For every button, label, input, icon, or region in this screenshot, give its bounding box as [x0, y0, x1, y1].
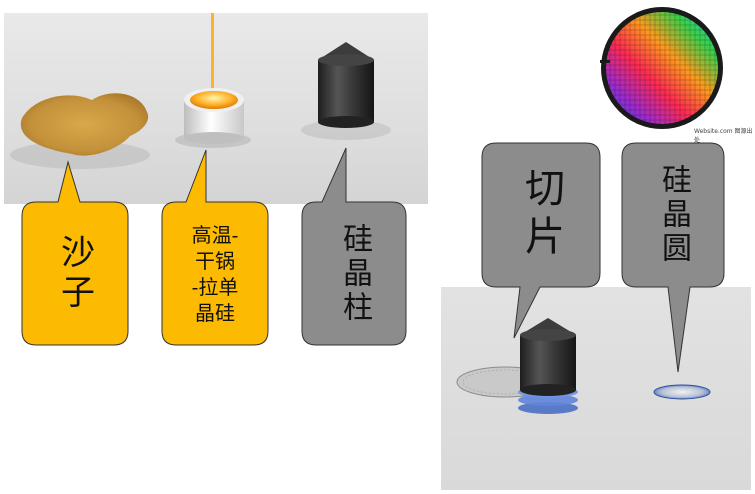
- furnace-label-line4: 晶硅: [195, 300, 235, 325]
- ingot-label-text: 硅晶柱: [337, 222, 372, 325]
- callout-slicing-bubble: [481, 142, 601, 339]
- sand-label: 沙子: [22, 202, 128, 345]
- furnace-label-line2: 干锅: [195, 248, 235, 273]
- sand-label-text: 沙子: [54, 233, 95, 314]
- callout-ingot-bubble: [301, 147, 407, 346]
- furnace-label-line3: -拉单: [191, 274, 239, 299]
- wafer-label-text: 硅晶圆: [656, 164, 691, 266]
- finished-wafer-image: [600, 7, 723, 129]
- ingot-label: 硅晶柱: [302, 202, 406, 345]
- furnace-label: 高温- 干锅 -拉单 晶硅: [162, 206, 268, 341]
- slicing-label: 切片: [482, 146, 600, 284]
- wafer-disc-image: [653, 384, 711, 400]
- ingot-image: [301, 42, 391, 140]
- sand-pile-image: [10, 93, 150, 169]
- callout-wafer-bubble: [621, 142, 725, 373]
- ingot-slicing-image: [518, 318, 578, 414]
- slicing-label-text: 切片: [518, 167, 564, 263]
- callout-furnace-bubble: [161, 149, 269, 346]
- furnace-label-line1: 高温-: [191, 222, 239, 247]
- crucible-image: [175, 13, 251, 148]
- wafer-label: 硅晶圆: [622, 146, 724, 284]
- callout-sand-bubble: [21, 160, 129, 346]
- wafer-image-caption: Website.com 图源出处: [694, 128, 753, 144]
